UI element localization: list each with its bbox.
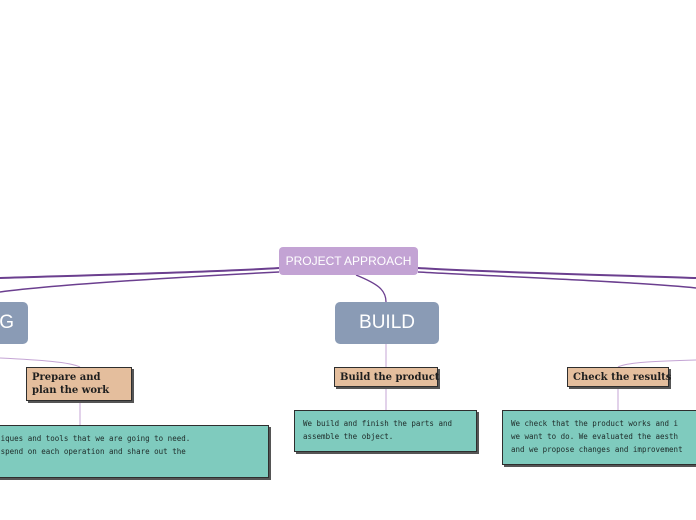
note-plan-details[interactable]: , techniques and tools that we are going… [0, 425, 269, 478]
branch-line-left-lower [0, 271, 280, 293]
subtopic-build-product[interactable]: Build the product [334, 367, 439, 387]
main-topic-build[interactable]: BUILD [335, 302, 439, 344]
subtopic-check-results[interactable]: Check the results [567, 367, 671, 387]
note-build-details[interactable]: We build and finish the parts and assemb… [294, 410, 477, 452]
connector-right-to-check [617, 359, 696, 368]
central-topic[interactable]: PROJECT APPROACH [279, 247, 418, 275]
branch-line-left-upper [0, 267, 280, 279]
subtopic-prepare-plan[interactable]: Prepare and plan the work [26, 367, 132, 401]
branch-line-right-lower [417, 271, 696, 289]
main-topic-left[interactable]: G [0, 302, 28, 344]
branch-line-build [355, 274, 387, 303]
branch-line-right-upper [417, 267, 696, 279]
connector-left-to-prepare [0, 357, 81, 368]
note-check-details[interactable]: We check that the product works and i we… [502, 410, 696, 465]
